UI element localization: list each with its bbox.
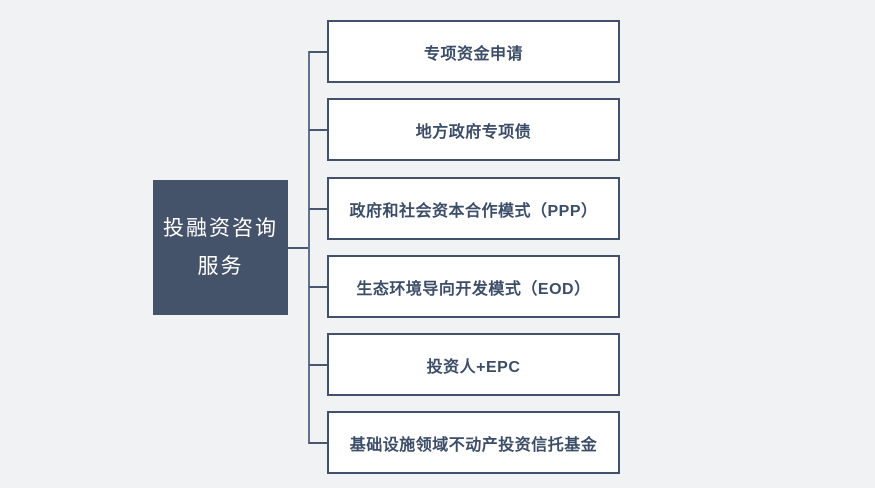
branch-label: 专项资金申请 [423,45,523,63]
branch-label: 生态环境导向开发模式（EOD） [356,280,591,298]
branch-box-investor-plus-epc: 投资人+EPC [327,333,620,396]
branch-label: 地方政府专项债 [415,123,532,141]
branch-box-local-government-special-bond: 地方政府专项债 [327,98,620,161]
root-node: 投融资咨询服务 [153,180,288,315]
connector-stub-3 [309,208,328,210]
branch-box-eod-model: 生态环境导向开发模式（EOD） [327,255,620,318]
branch-box-special-fund-application: 专项资金申请 [327,20,620,83]
branch-label: 投资人+EPC [426,358,521,376]
connector-stub-2 [309,129,328,131]
root-node-label: 投融资咨询服务 [163,216,278,278]
branch-box-ppp-model: 政府和社会资本合作模式（PPP） [327,177,620,240]
connector-stub-4 [309,286,328,288]
connector-stub-1 [309,51,328,53]
connector-stub-6 [309,442,328,444]
branch-label: 基础设施领域不动产投资信托基金 [349,436,598,454]
branch-box-infrastructure-reits: 基础设施领域不动产投资信托基金 [327,411,620,474]
branch-label: 政府和社会资本合作模式（PPP） [349,202,598,220]
connector-trunk [308,51,310,444]
connector-stub-5 [309,364,328,366]
connector-root-to-trunk [288,247,309,249]
